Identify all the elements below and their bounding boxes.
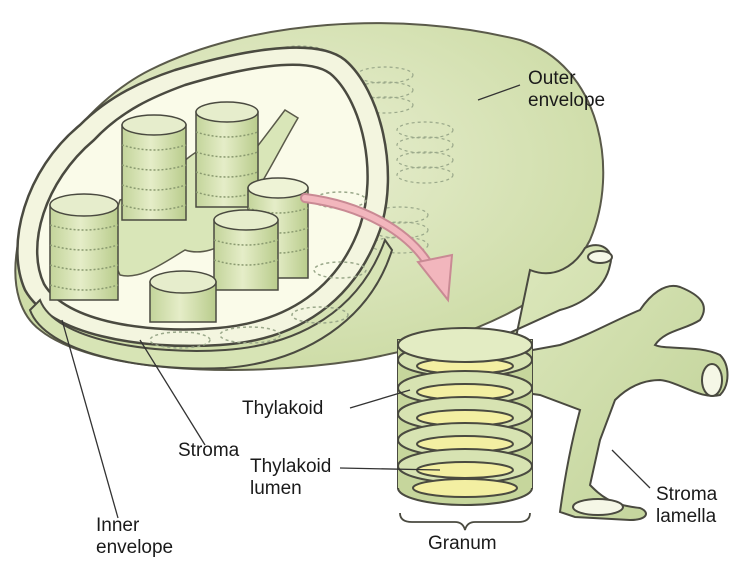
label-inner-envelope: Inner envelope (96, 515, 173, 559)
label-stroma-lamella: Stroma lamella (656, 484, 717, 528)
label-stroma: Stroma (178, 440, 239, 462)
label-granum: Granum (428, 533, 497, 555)
label-outer-envelope: Outer envelope (528, 68, 605, 112)
granum-stack (398, 328, 532, 505)
granum-brace (400, 513, 530, 530)
label-thylakoid-lumen: Thylakoid lumen (250, 456, 331, 500)
label-thylakoid: Thylakoid (242, 398, 323, 420)
stroma-lamella-shape (505, 245, 728, 520)
